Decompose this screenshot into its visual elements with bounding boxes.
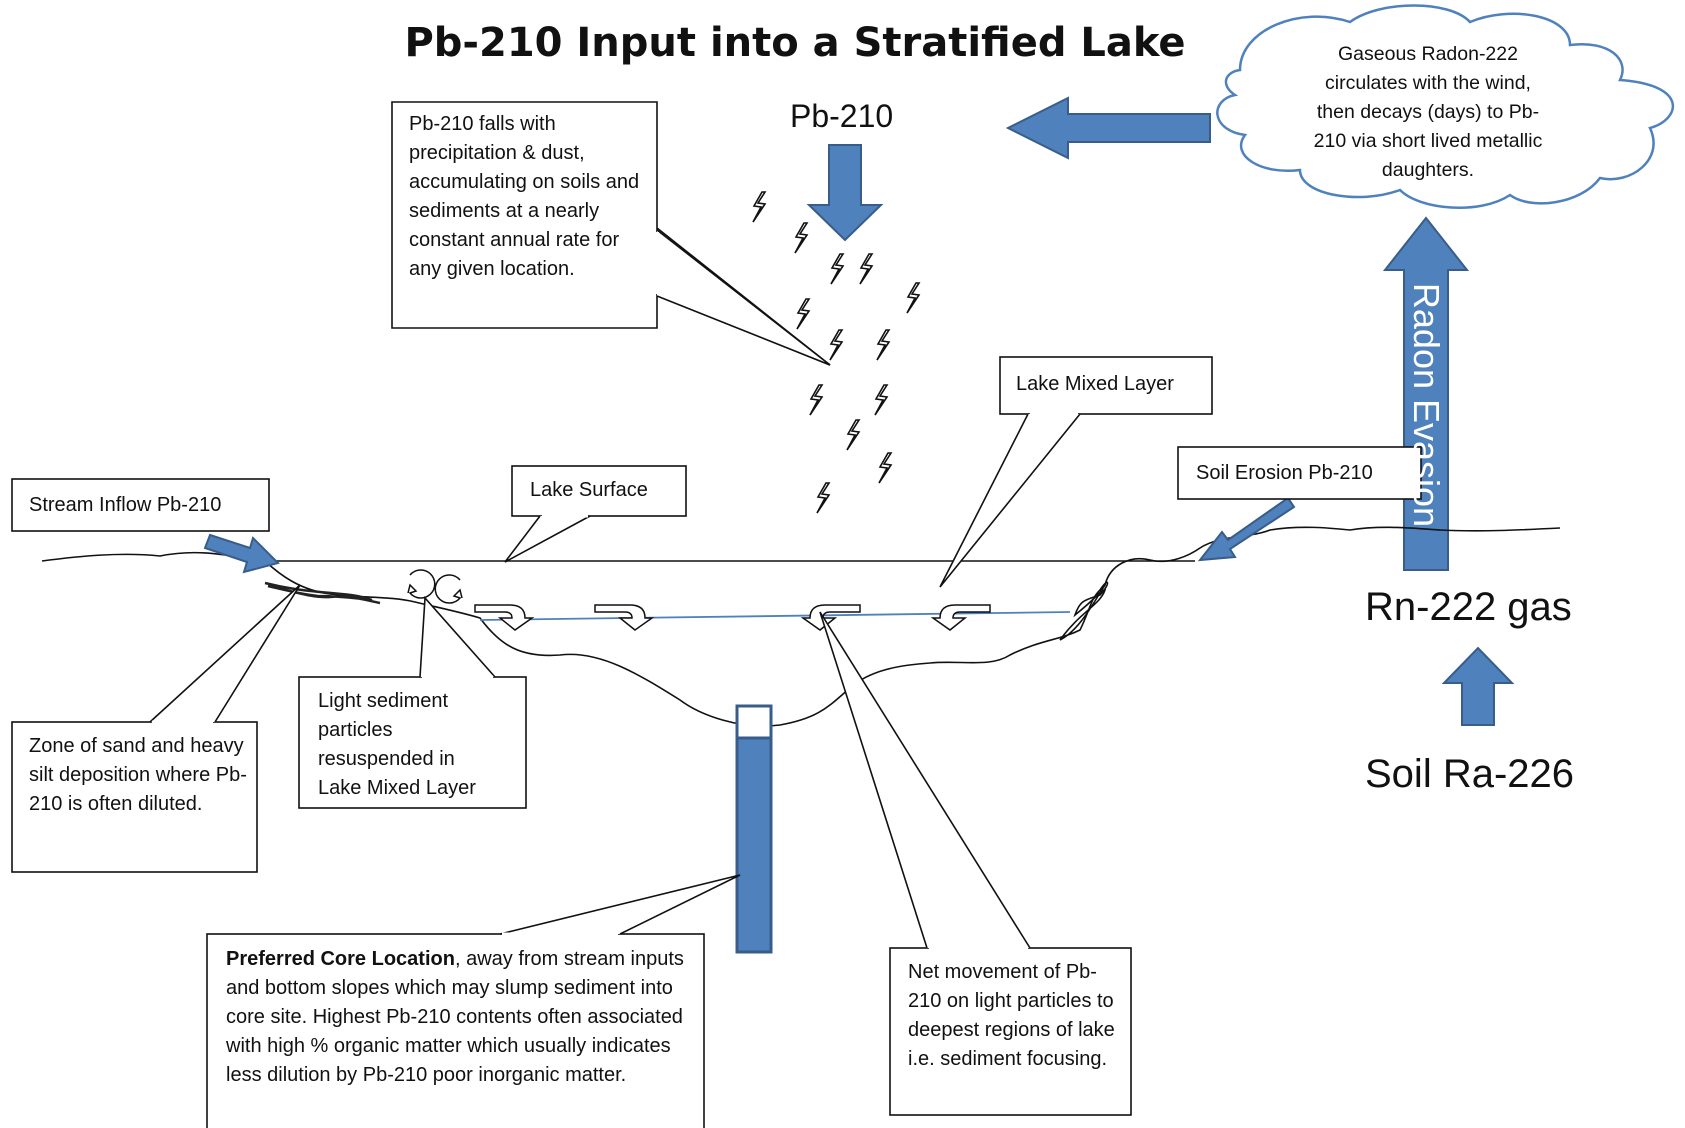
callout-light-sediment-text: Light sediment particles resuspended in … xyxy=(318,690,476,799)
diagram-title: Pb-210 Input into a Stratified Lake xyxy=(404,20,1186,66)
callout-core-bold: Preferred Core Location xyxy=(226,948,455,970)
settling-arrows xyxy=(474,604,991,631)
callout-soil-erosion-box xyxy=(1177,446,1422,500)
callout-net-movement-box xyxy=(889,947,1132,1116)
callout-zone-sand-box xyxy=(11,721,258,873)
callout-stream-inflow-box xyxy=(11,478,270,532)
thermocline-line xyxy=(479,611,1071,621)
sand-silt-zone xyxy=(264,581,381,605)
soil-ra226-label: Soil Ra-226 xyxy=(1365,752,1575,796)
cloud-to-pb210-arrow xyxy=(1005,96,1211,160)
callout-lake-surface-text: Lake Surface xyxy=(530,479,648,501)
lake-basin-outline xyxy=(41,526,1561,727)
callout-mixed-layer-box xyxy=(999,356,1213,415)
callout-mixed-layer-text: Lake Mixed Layer xyxy=(1016,373,1174,395)
callout-core-box xyxy=(206,933,705,1128)
radon-evasion-label: Radon Evasion xyxy=(1406,282,1447,528)
callout-light-sediment-box xyxy=(298,676,527,809)
pb210-label: Pb-210 xyxy=(790,98,894,134)
callout-lake-surface-box xyxy=(511,465,687,517)
precipitation-bolts xyxy=(752,191,920,514)
callout-core-text: Preferred Core Location, away from strea… xyxy=(226,945,696,1090)
callout-precipitation-text: Pb-210 falls with precipitation & dust, … xyxy=(409,113,640,280)
cloud-text: Gaseous Radon-222 circulates with the wi… xyxy=(1313,43,1543,181)
stream-inflow-arrow xyxy=(203,533,280,574)
soil-erosion-arrow xyxy=(1197,496,1296,562)
callout-net-movement-text: Net movement of Pb-210 on light particle… xyxy=(908,961,1115,1070)
callout-zone-sand-text: Zone of sand and heavy silt deposition w… xyxy=(29,735,247,815)
cloud-shape xyxy=(1216,4,1674,209)
resuspension-circle-arrows xyxy=(407,569,463,604)
sediment-core xyxy=(735,704,773,954)
ra-to-rn-arrow xyxy=(1441,646,1515,726)
sediment-core-top xyxy=(735,704,773,740)
rn222-label: Rn-222 gas xyxy=(1365,585,1572,629)
callout-stream-inflow-text: Stream Inflow Pb-210 xyxy=(29,494,222,516)
callout-soil-erosion-text: Soil Erosion Pb-210 xyxy=(1196,462,1373,484)
callout-core-rest: , away from stream inputs and bottom slo… xyxy=(226,948,684,1086)
pb210-down-arrow xyxy=(806,144,884,242)
